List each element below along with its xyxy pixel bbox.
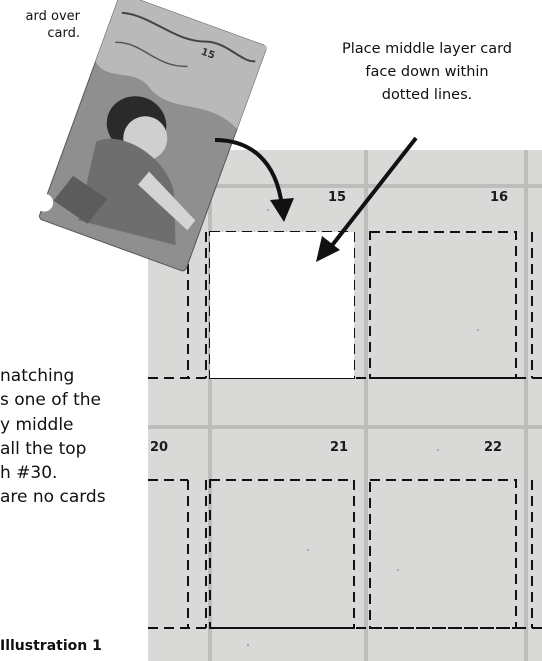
top-left-caption: ard over card.	[0, 8, 80, 42]
paragraph-line: y middle	[0, 413, 160, 437]
caption-line: ard over	[0, 8, 80, 25]
caption-line: card.	[0, 25, 80, 42]
paragraph-line: s one of the	[0, 388, 160, 412]
curved-arrow-icon	[215, 140, 282, 206]
illustration-label: Illustration 1	[0, 638, 102, 654]
caption-line: dotted lines.	[312, 84, 542, 107]
caption-line: Place middle layer card	[312, 38, 542, 61]
curved-arrow-head-icon	[270, 198, 294, 222]
paragraph-line: are no cards	[0, 485, 160, 509]
paragraph-line: h #30.	[0, 461, 160, 485]
straight-arrow-icon	[330, 138, 416, 248]
instructions-paragraph: natching s one of the y middle all the t…	[0, 364, 160, 510]
caption-line: face down within	[312, 61, 542, 84]
paragraph-line: natching	[0, 364, 160, 388]
paragraph-line: all the top	[0, 437, 160, 461]
placement-instruction-caption: Place middle layer card face down within…	[312, 38, 542, 107]
